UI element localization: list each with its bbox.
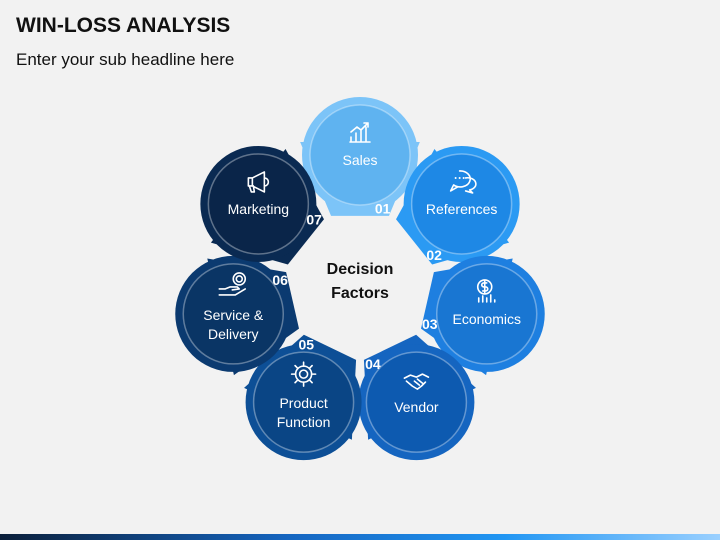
factor-number: 05 (299, 336, 315, 352)
factor-segment: Service & Delivery 06 (175, 255, 299, 376)
factor-inner-circle (435, 263, 538, 365)
factor-inner-circle (182, 263, 285, 365)
factor-label: Marketing (228, 201, 289, 217)
factor-inner-circle (309, 104, 411, 206)
factor-label: Product (279, 395, 327, 411)
page-subtitle: Enter your sub headline here (16, 50, 235, 69)
factor-label: Economics (453, 311, 521, 327)
hand-gear-icon (218, 272, 247, 296)
gear-icon (290, 361, 317, 387)
factor-segment: Vendor 04 (358, 334, 476, 461)
handshake-icon (403, 373, 430, 390)
factor-label: Delivery (208, 326, 259, 342)
factor-inner-circle (207, 153, 310, 255)
factor-number: 03 (422, 316, 438, 332)
factor-inner-circle (410, 153, 513, 255)
factor-inner-circle (252, 351, 355, 453)
factor-label: References (426, 201, 498, 217)
center-label-line2: Factors (331, 285, 389, 302)
center-label-line1: Decision (327, 261, 394, 278)
factor-label: Vendor (394, 399, 439, 415)
factor-segment: References 02 (396, 145, 520, 265)
factor-label: Sales (342, 152, 377, 168)
factor-number: 06 (272, 272, 288, 288)
factor-segment: Economics 03 (421, 255, 545, 376)
factor-number: 01 (375, 200, 391, 216)
factor-number: 07 (306, 211, 322, 227)
factor-number: 04 (365, 356, 381, 372)
bottom-accent-bar (0, 534, 720, 540)
factor-label: Service & (203, 307, 264, 323)
factor-number: 02 (426, 247, 442, 263)
megaphone-icon (247, 171, 270, 193)
factor-segment: Marketing 07 (200, 145, 324, 265)
chat-bubble-icon (449, 170, 477, 194)
dollar-chart-icon (476, 279, 496, 303)
factor-segment: Sales 01 (300, 97, 420, 216)
bar-chart-icon (349, 122, 371, 143)
factor-label: Function (277, 414, 331, 430)
page-title: WIN-LOSS ANALYSIS (16, 14, 231, 37)
factor-inner-circle (365, 351, 468, 453)
